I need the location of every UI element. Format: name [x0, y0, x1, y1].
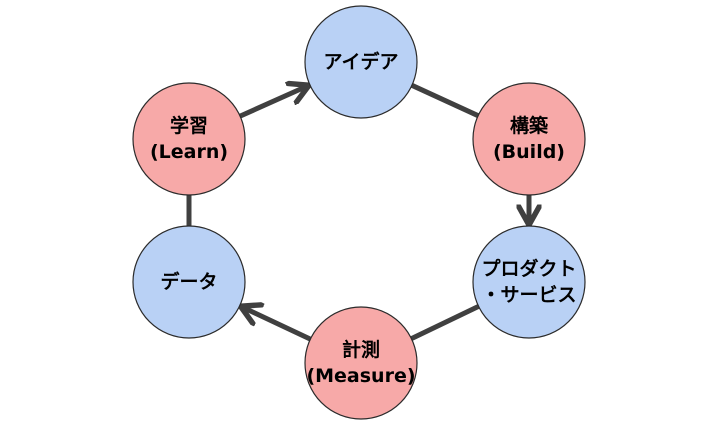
arrow-learn-to-idea [239, 86, 307, 119]
node-label-build-line-1: 構築 [510, 114, 549, 137]
edges [186, 83, 529, 342]
node-circle-idea [304, 5, 418, 119]
node-learn: 学習 (Learn) [132, 82, 246, 196]
node-circle-measure [304, 306, 418, 420]
node-circle-learn [132, 82, 246, 196]
node-measure: 計測 (Measure) [304, 306, 418, 420]
connector-idea-to-build [410, 83, 480, 118]
node-idea: アイデア [304, 5, 418, 119]
node-label-build-line-2: (Build) [493, 141, 565, 163]
node-circle-build [472, 82, 586, 196]
node-build: 構築 (Build) [472, 82, 586, 196]
node-circle-product [472, 225, 586, 339]
arrow-measure-to-data [242, 307, 312, 342]
node-label-data-line-1: データ [160, 270, 217, 293]
node-product: プロダクト・サービス [472, 225, 586, 339]
node-label-product-line-2: ・サービス [481, 284, 576, 306]
connector-product-to-measure [410, 304, 480, 341]
node-label-learn-line-1: 学習 [170, 114, 208, 137]
node-label-idea-line-1: アイデア [323, 50, 398, 73]
node-circle-data [132, 225, 246, 339]
node-data: データ [132, 225, 246, 339]
node-label-measure-line-2: (Measure) [306, 365, 415, 387]
node-label-product-line-1: プロダクト [481, 257, 576, 280]
node-label-measure-line-1: 計測 [342, 338, 380, 361]
node-label-learn-line-2: (Learn) [150, 141, 228, 163]
